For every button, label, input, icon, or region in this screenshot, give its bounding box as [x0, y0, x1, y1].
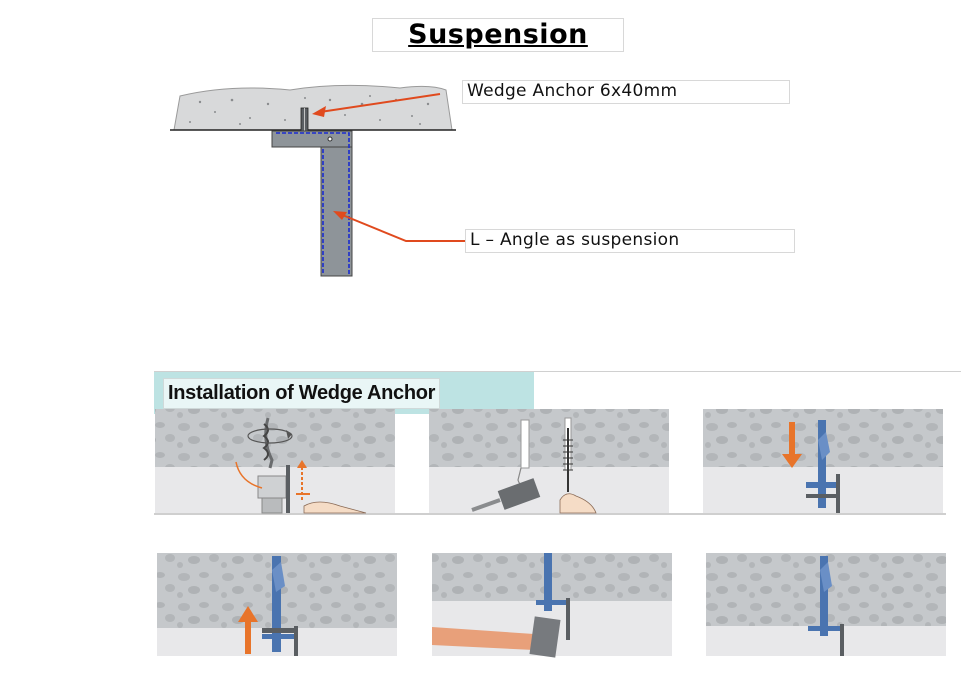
- step-insert: [703, 409, 943, 513]
- wedge-anchor-callout: Wedge Anchor 6x40mm: [462, 80, 790, 104]
- anchor-callout-arrow: [319, 93, 441, 113]
- l-angle-flange: [271, 130, 353, 148]
- step-hammer: [432, 553, 672, 658]
- l-angle-callout: L – Angle as suspension: [465, 229, 795, 253]
- row-divider: [154, 513, 946, 515]
- page-title: Suspension: [372, 18, 624, 52]
- step-drill: [155, 409, 395, 514]
- concrete-slab: [173, 84, 453, 131]
- angle-callout-arrow: [339, 213, 465, 242]
- installation-heading: Installation of Wedge Anchor: [163, 378, 441, 409]
- step-done: [706, 553, 946, 656]
- section-divider: [154, 371, 961, 372]
- step-clean: [429, 409, 669, 514]
- step-tighten: [157, 553, 397, 656]
- suspension-diagram: [170, 84, 465, 277]
